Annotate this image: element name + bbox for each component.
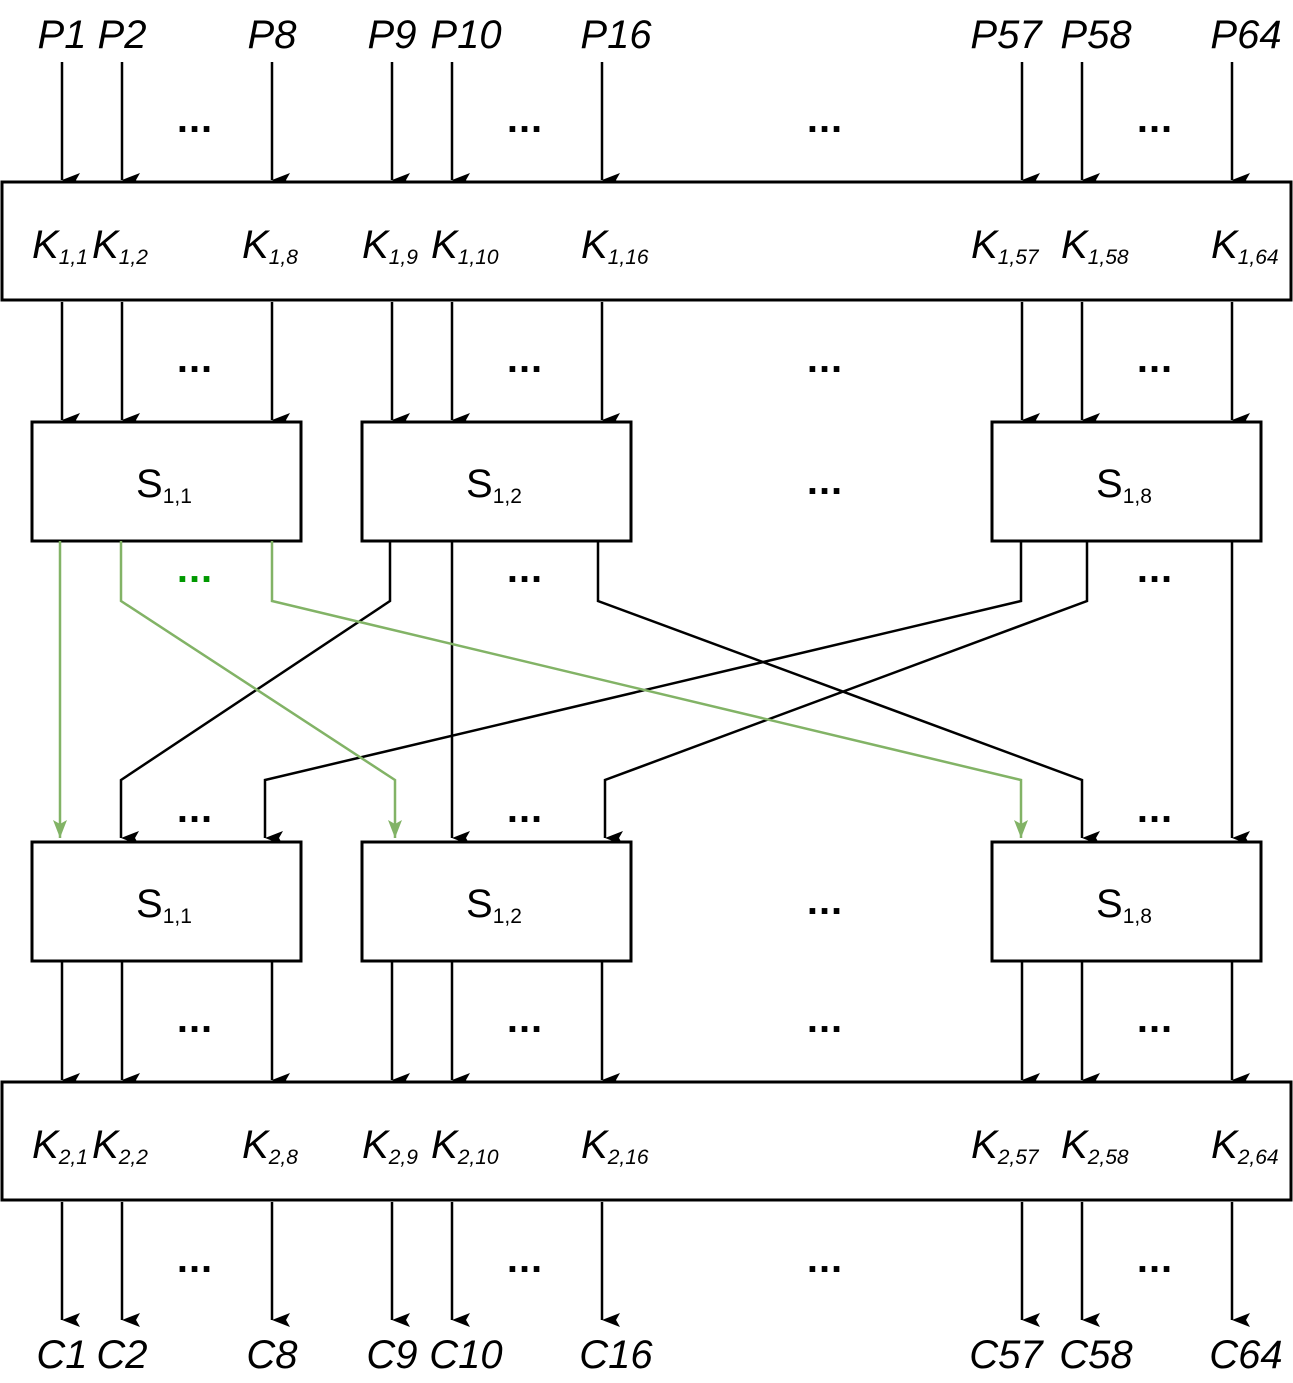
key-round-2-label: K2,16 — [581, 1123, 649, 1169]
sbox-row-2-label: S1,8 — [1096, 882, 1152, 928]
ellipsis: ... — [807, 879, 843, 923]
key-round-1-box — [0, 180, 1293, 302]
input-label-p2: P2 — [98, 13, 147, 57]
input-label-p8: P8 — [248, 13, 298, 57]
sbox-row-1-box — [990, 420, 1263, 543]
sbox-row-1-box — [360, 420, 633, 543]
permutation-wire-highlighted — [270, 541, 1028, 838]
key-round-2-label: K2,57 — [971, 1123, 1040, 1169]
ellipsis: ... — [177, 997, 213, 1041]
ellipsis: ... — [507, 997, 543, 1041]
key-round-2-label: K2,64 — [1211, 1123, 1279, 1169]
ellipsis: ... — [177, 547, 213, 591]
key-round-1-label: K1,64 — [1211, 223, 1279, 269]
ellipsis: ... — [1137, 337, 1173, 381]
output-label-c9: C9 — [366, 1333, 417, 1377]
sbox-row-2-box — [30, 840, 303, 963]
permutation-wire — [119, 541, 392, 845]
output-label-c58: C58 — [1059, 1333, 1133, 1377]
permutation-wire-highlighted — [119, 541, 402, 838]
key-round-2-label: K2,58 — [1061, 1123, 1129, 1169]
output-label-c1: C1 — [36, 1333, 87, 1377]
sbox-row-1-box — [30, 420, 303, 543]
key-round-2-label: K2,9 — [362, 1123, 418, 1169]
ellipsis: ... — [1137, 787, 1173, 831]
input-label-p10: P10 — [430, 13, 501, 57]
ellipsis: ... — [1137, 997, 1173, 1041]
sbox-row-1-label: S1,8 — [1096, 462, 1152, 508]
input-label-p1: P1 — [38, 13, 87, 57]
ellipsis: ... — [507, 547, 543, 591]
sbox-row-1-label: S1,1 — [136, 462, 192, 508]
ellipsis: ... — [807, 1237, 843, 1281]
sbox-row-2-label: S1,2 — [466, 882, 522, 928]
key-round-1-label: K1,1 — [32, 223, 88, 269]
sbox-row-2-label: S1,1 — [136, 882, 192, 928]
permutation-wire — [596, 541, 1100, 845]
ellipsis: ... — [507, 337, 543, 381]
ellipsis: ... — [807, 459, 843, 503]
ellipsis: ... — [177, 97, 213, 141]
ellipsis: ... — [177, 337, 213, 381]
input-label-p16: P16 — [580, 13, 652, 57]
input-label-p64: P64 — [1210, 13, 1281, 57]
ellipsis: ... — [1137, 547, 1173, 591]
ellipsis: ... — [507, 787, 543, 831]
input-label-p57: P57 — [970, 13, 1043, 57]
key-round-1-label: K1,58 — [1061, 223, 1129, 269]
ellipsis: ... — [177, 1237, 213, 1281]
key-round-2-label: K2,8 — [242, 1123, 298, 1169]
key-round-1-label: K1,8 — [242, 223, 298, 269]
ellipsis: ... — [807, 97, 843, 141]
output-label-c10: C10 — [429, 1333, 502, 1377]
key-round-2-box — [0, 1080, 1293, 1202]
output-label-c16: C16 — [579, 1333, 653, 1377]
key-round-1-label: K1,9 — [362, 223, 418, 269]
input-label-p58: P58 — [1060, 13, 1132, 57]
output-label-c8: C8 — [246, 1333, 298, 1377]
key-round-2-label: K2,2 — [92, 1123, 148, 1169]
sbox-row-2-box — [360, 840, 633, 963]
ellipsis: ... — [807, 997, 843, 1041]
output-label-c57: C57 — [969, 1333, 1044, 1377]
ellipsis: ... — [177, 787, 213, 831]
key-round-2-label: K2,10 — [431, 1123, 499, 1169]
key-round-1-label: K1,16 — [581, 223, 649, 269]
input-label-p9: P9 — [368, 13, 417, 57]
key-round-2-label: K2,1 — [32, 1123, 88, 1169]
ellipsis: ... — [507, 1237, 543, 1281]
key-round-1-label: K1,10 — [431, 223, 499, 269]
key-round-1-label: K1,57 — [971, 223, 1040, 269]
ellipsis: ... — [1137, 97, 1173, 141]
ellipsis: ... — [1137, 1237, 1173, 1281]
sbox-row-2-box — [990, 840, 1263, 963]
ellipsis: ... — [507, 97, 543, 141]
ellipsis: ... — [807, 337, 843, 381]
output-label-c64: C64 — [1209, 1333, 1282, 1377]
key-round-1-label: K1,2 — [92, 223, 148, 269]
permutation-wire — [603, 541, 1089, 845]
output-label-c2: C2 — [96, 1333, 147, 1377]
sbox-row-1-label: S1,2 — [466, 462, 522, 508]
